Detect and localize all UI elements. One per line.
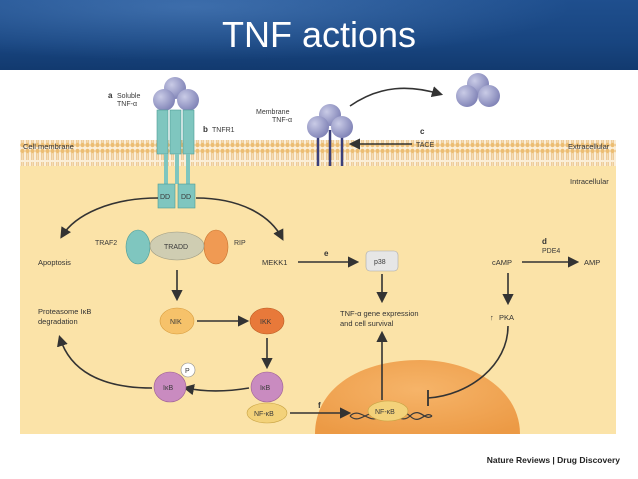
soluble-tnf-label-2: TNF-α xyxy=(117,101,137,108)
phosphate-label: P xyxy=(185,368,190,375)
proteasome-label-2: degradation xyxy=(38,317,78,326)
credit-journal: Nature Reviews xyxy=(486,455,551,465)
tnfr1-label: TNFR1 xyxy=(212,127,235,134)
ikb-label-2: IκB xyxy=(260,385,270,392)
nik-node xyxy=(159,307,195,335)
soluble-tnf-trimer xyxy=(153,77,199,111)
tradd-label: TRADD xyxy=(164,244,188,251)
pka-label: PKA xyxy=(499,313,514,322)
title-bar: TNF actions xyxy=(0,0,638,70)
nfkb-label-1: NF-κB xyxy=(254,411,274,418)
pde4-label: PDE4 xyxy=(542,248,560,255)
gene-expression-label-1: TNF-α gene expression xyxy=(340,309,419,318)
cell-membrane-label: Cell membrane xyxy=(23,142,74,151)
tnfr1-receptor xyxy=(156,109,196,209)
label-e: e xyxy=(324,249,329,258)
membrane-tnf-trimer xyxy=(307,104,353,166)
traf2-label: TRAF2 xyxy=(95,240,117,247)
nfkb-node-1 xyxy=(246,402,288,424)
label-b: b xyxy=(203,125,208,134)
apoptosis-label: Apoptosis xyxy=(38,258,71,267)
membrane-tnf-label-2: TNF-α xyxy=(272,117,292,124)
mekk1-label: MEKK1 xyxy=(262,258,287,267)
tace-label: TACE xyxy=(416,142,434,149)
ikb-nfkb-ikb xyxy=(250,371,284,403)
phospho-ikb-node xyxy=(153,371,187,403)
ikb-to-pikb-arrow xyxy=(182,384,250,396)
slide-title: TNF actions xyxy=(221,14,417,55)
dd-label-2: DD xyxy=(181,194,191,201)
credit-separator: | xyxy=(550,455,558,465)
rip-label: RIP xyxy=(234,240,246,247)
ikk-node xyxy=(249,307,285,335)
nik-label: NIK xyxy=(170,319,182,326)
credit-section: Drug Discovery xyxy=(557,455,620,465)
extracellular-label: Extracellular xyxy=(568,142,610,151)
degradation-arrow xyxy=(57,334,153,389)
label-f: f xyxy=(318,401,321,410)
dd-label-1: DD xyxy=(160,194,170,201)
label-c: c xyxy=(420,127,425,136)
released-tnf-trimer xyxy=(456,73,500,107)
pka-up-icon: ↑ xyxy=(490,313,494,322)
nfkb-node-2 xyxy=(367,400,409,422)
nfkb-label-2: NF-κB xyxy=(375,409,395,416)
ikk-label: IKK xyxy=(260,319,272,326)
cytoplasm xyxy=(20,166,616,434)
proteasome-label-1: Proteasome IκB xyxy=(38,307,91,316)
label-a: a xyxy=(108,91,113,100)
mekk1-arrow xyxy=(195,197,284,241)
amp-label: AMP xyxy=(584,258,600,267)
apoptosis-arrow xyxy=(60,197,159,239)
title-bar-glow xyxy=(0,0,638,70)
pka-inhibition-line xyxy=(427,325,509,399)
soluble-tnf-label-1: Soluble xyxy=(117,93,140,100)
p38-label: p38 xyxy=(374,259,386,266)
tnf-pathway-diagram: Cell membrane Extracellular Intracellula… xyxy=(20,70,616,434)
figure-credit: Nature Reviews | Drug Discovery xyxy=(487,455,620,465)
gene-expression-label-2: and cell survival xyxy=(340,319,394,328)
ikb-label-1: IκB xyxy=(163,385,173,392)
label-d: d xyxy=(542,237,547,246)
release-arrow xyxy=(349,86,444,107)
tradd-complex xyxy=(125,229,229,265)
phosphate-node xyxy=(180,362,196,378)
intracellular-label: Intracellular xyxy=(570,177,609,186)
membrane-tnf-label-1: Membrane xyxy=(256,109,290,116)
p38-node xyxy=(365,250,399,272)
camp-label: cAMP xyxy=(492,258,512,267)
